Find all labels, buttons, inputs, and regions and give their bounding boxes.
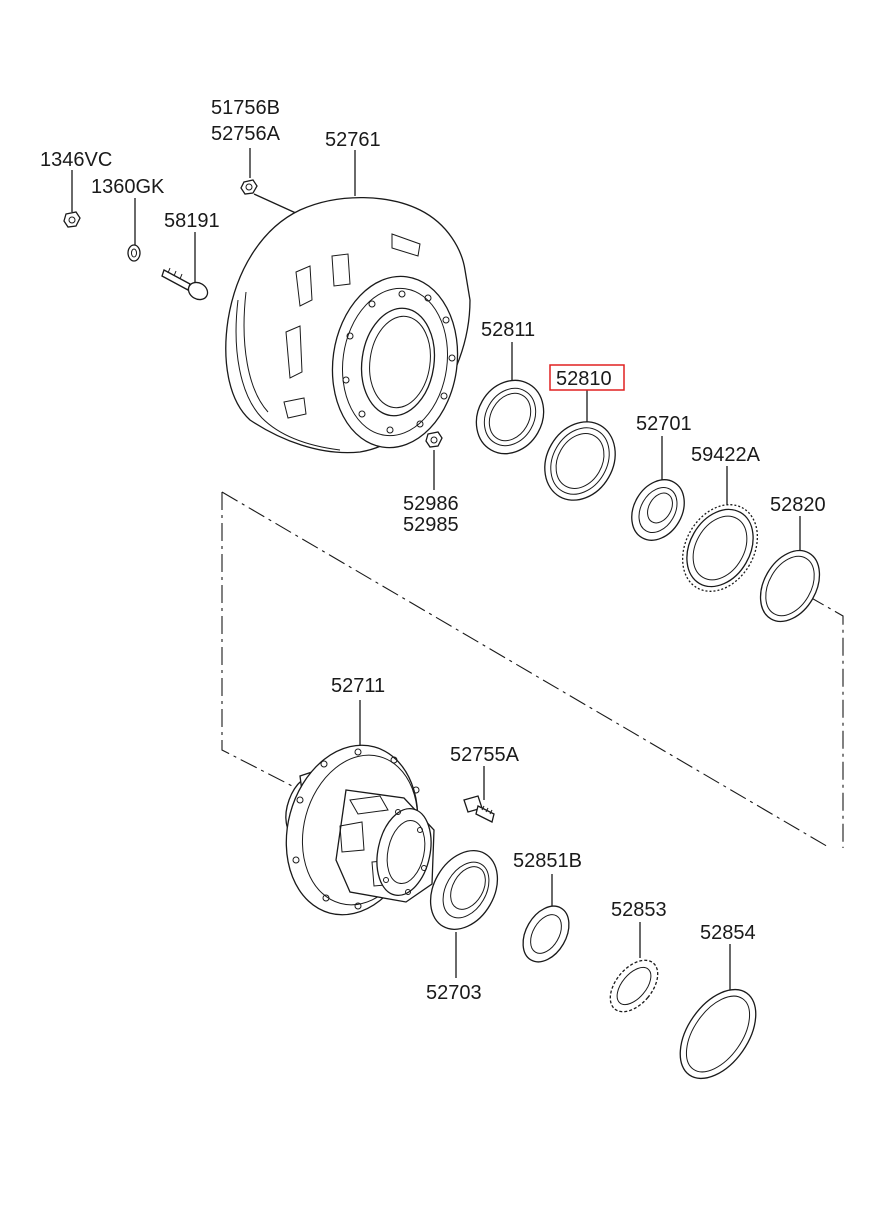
seal-52811[interactable] xyxy=(463,342,556,466)
assembly-outline xyxy=(221,491,844,849)
wheel-hub-52711[interactable] xyxy=(268,700,439,930)
bearing-52701[interactable] xyxy=(621,436,695,550)
label-52756A[interactable]: 52756A xyxy=(211,123,281,145)
label-52811[interactable]: 52811 xyxy=(481,319,535,341)
bearing-52853[interactable] xyxy=(601,922,667,1021)
nut-51756B[interactable] xyxy=(240,148,258,195)
label-52854[interactable]: 52854 xyxy=(700,922,756,944)
bolt-58191[interactable] xyxy=(161,232,211,303)
label-52701[interactable]: 52701 xyxy=(636,413,692,435)
label-52851B[interactable]: 52851B xyxy=(513,850,582,872)
label-52853[interactable]: 52853 xyxy=(611,899,667,921)
part-labels: 1346VC 1360GK 58191 51756B 52756A 52761 … xyxy=(40,97,826,1004)
label-1346VC[interactable]: 1346VC xyxy=(40,149,112,171)
seal-52851B[interactable] xyxy=(514,874,579,970)
label-52755A[interactable]: 52755A xyxy=(450,744,520,766)
nut-1346VC[interactable] xyxy=(63,170,81,228)
nut-52986[interactable] xyxy=(425,431,443,490)
label-52711[interactable]: 52711 xyxy=(331,675,385,697)
label-58191[interactable]: 58191 xyxy=(164,210,220,232)
ring-52854[interactable] xyxy=(665,944,772,1092)
label-59422A[interactable]: 59422A xyxy=(691,444,761,466)
label-52820[interactable]: 52820 xyxy=(770,494,826,516)
label-52761[interactable]: 52761 xyxy=(325,129,381,151)
bearing-52703[interactable] xyxy=(417,839,511,978)
brake-drum-52761[interactable] xyxy=(225,150,471,456)
seal-52810[interactable] xyxy=(531,390,629,513)
ring-52820[interactable] xyxy=(748,516,831,632)
label-1360GK[interactable]: 1360GK xyxy=(91,176,165,198)
label-52985[interactable]: 52985 xyxy=(403,514,459,536)
highlight-box-52810 xyxy=(549,364,625,391)
label-52810[interactable]: 52810 xyxy=(556,368,612,390)
label-52986[interactable]: 52986 xyxy=(403,493,459,515)
label-52703[interactable]: 52703 xyxy=(426,982,482,1004)
label-51756B[interactable]: 51756B xyxy=(211,97,280,119)
tone-ring-59422A[interactable] xyxy=(668,466,773,605)
stud-52755A[interactable] xyxy=(463,766,495,823)
washer-1360GK[interactable] xyxy=(127,198,141,262)
